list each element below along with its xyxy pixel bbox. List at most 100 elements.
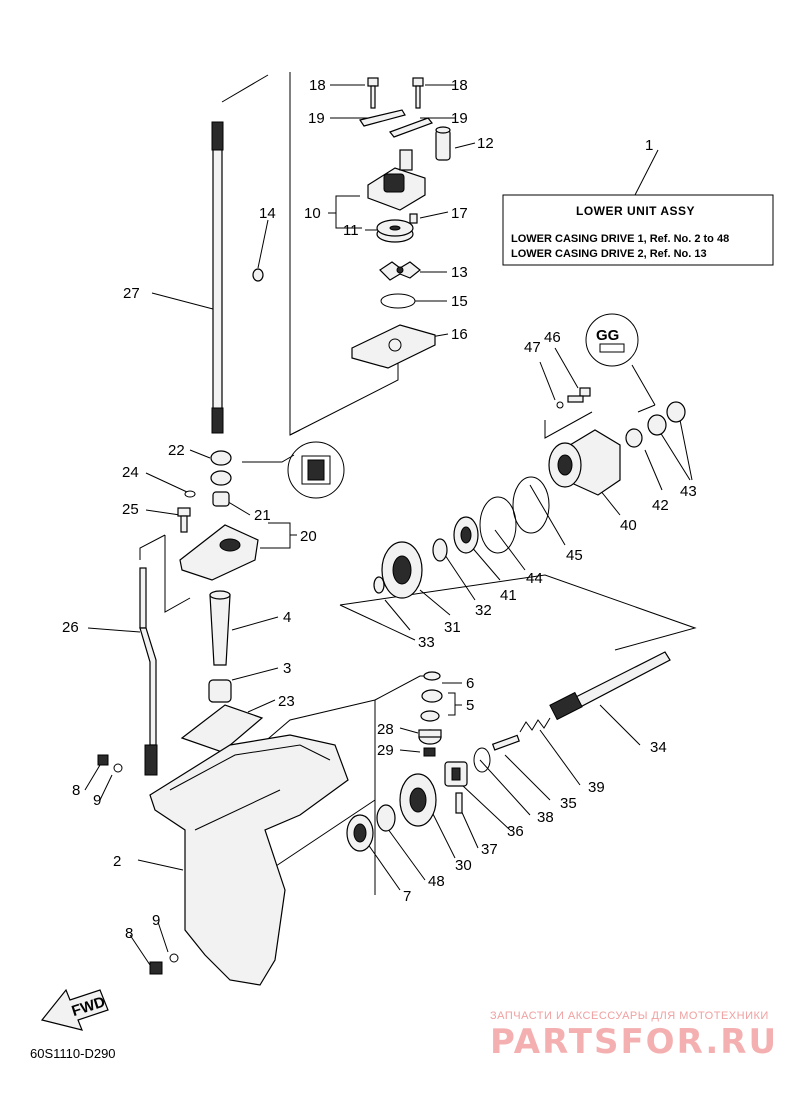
ref-label-35: 35 <box>560 795 577 812</box>
ref-label-8: 8 <box>125 925 133 942</box>
pump-housing <box>367 149 426 211</box>
ref-label-32: 32 <box>475 602 492 619</box>
grease-symbol: GG <box>585 313 639 367</box>
insert-cartridge <box>376 219 414 243</box>
grease-symbol-text: GG <box>596 327 619 344</box>
ref-label-36: 36 <box>507 823 524 840</box>
bearing-upper <box>210 450 232 466</box>
parts: GG <box>40 77 774 1031</box>
taper-roller-bearing <box>346 814 374 852</box>
ref-label-10: 10 <box>304 205 321 222</box>
shim-6 <box>423 671 441 681</box>
ref-label-40: 40 <box>620 517 637 534</box>
o-ring <box>380 293 416 309</box>
assembly-box <box>502 194 774 266</box>
ref-label-47: 47 <box>524 339 541 356</box>
gasket-right <box>389 117 433 138</box>
ref-label-46: 46 <box>544 329 561 346</box>
pump-gasket-plate <box>351 324 436 369</box>
ref-label-15: 15 <box>451 293 468 310</box>
ref-label-29: 29 <box>377 742 394 759</box>
ref-label-20: 20 <box>300 528 317 545</box>
ref-label-30: 30 <box>455 857 472 874</box>
ref-label-48: 48 <box>428 873 445 890</box>
top-bolts <box>367 77 424 109</box>
ref-label-9: 9 <box>152 912 160 929</box>
ball-bearing <box>453 516 479 554</box>
ref-label-6: 6 <box>466 675 474 692</box>
shim <box>432 538 448 562</box>
oil-seal-outer <box>666 401 686 423</box>
lower-casing <box>149 734 349 986</box>
ref-label-31: 31 <box>444 619 461 636</box>
casing-bolt-upper <box>97 754 123 773</box>
ref-label-5: 5 <box>466 697 474 714</box>
retainer-bolt <box>177 507 191 533</box>
ref-label-16: 16 <box>451 326 468 343</box>
gasket-lower <box>180 704 264 753</box>
gasket-left <box>359 109 406 127</box>
watermark-tagline: ЗАПЧАСТИ И АКСЕССУАРЫ ДЛЯ МОТОТЕХНИКИ <box>490 1010 769 1022</box>
assembly-box-line-2: LOWER CASING DRIVE 2, Ref. No. 13 <box>511 248 707 260</box>
reverse-gear <box>381 541 423 599</box>
thrust-washer <box>373 576 385 594</box>
ref-label-1: 1 <box>645 137 653 154</box>
shift-rod <box>139 567 158 776</box>
propeller-shaft <box>549 651 671 721</box>
bearing-lower <box>210 470 232 486</box>
thrust-bearing <box>421 689 443 703</box>
o-ring-large <box>512 476 550 534</box>
ref-label-26: 26 <box>62 619 79 636</box>
ref-label-21: 21 <box>254 507 271 524</box>
grommet <box>208 679 232 703</box>
cross-pin <box>455 792 463 814</box>
bearing-symbol <box>287 441 345 499</box>
bush-upper <box>212 491 230 507</box>
plug <box>252 268 264 282</box>
pinion <box>418 729 442 745</box>
leader-lines <box>84 72 697 966</box>
ref-label-7: 7 <box>403 888 411 905</box>
ref-label-28: 28 <box>377 721 394 738</box>
drawing-code: 60S1110-D290 <box>30 1046 116 1061</box>
ref-label-45: 45 <box>566 547 583 564</box>
ref-label-11: 11 <box>343 222 359 239</box>
o-ring-medium <box>479 496 517 554</box>
shim-48 <box>376 804 396 832</box>
ref-label-38: 38 <box>537 809 554 826</box>
ref-label-37: 37 <box>481 841 498 858</box>
watermark-logo: PARTSFOR.RU <box>490 1022 779 1062</box>
oil-seal-housing <box>179 524 259 581</box>
ref-label-34: 34 <box>650 739 667 756</box>
ref-label-23: 23 <box>278 693 295 710</box>
ref-label-41: 41 <box>500 587 517 604</box>
nut <box>423 747 436 757</box>
ref-label-19: 19 <box>451 110 468 127</box>
cross-pin-ring <box>473 747 491 773</box>
ref-label-25: 25 <box>122 501 139 518</box>
impeller <box>379 261 421 281</box>
ref-label-44: 44 <box>526 570 543 587</box>
ref-label-3: 3 <box>283 660 291 677</box>
ref-label-42: 42 <box>652 497 669 514</box>
ref-label-8: 8 <box>72 782 80 799</box>
casing-bolt-lower <box>149 953 179 975</box>
ref-label-43: 43 <box>680 483 697 500</box>
circlip <box>184 490 196 498</box>
pin <box>409 213 418 224</box>
propeller-shaft-housing <box>548 429 621 496</box>
ref-label-13: 13 <box>451 264 468 281</box>
oil-seal-inner <box>647 414 667 436</box>
bush <box>625 428 643 448</box>
ref-label-22: 22 <box>168 442 185 459</box>
ref-label-18: 18 <box>309 77 326 94</box>
ref-label-14: 14 <box>259 205 276 222</box>
assembly-box-line-1: LOWER CASING DRIVE 1, Ref. No. 2 to 48 <box>511 233 729 245</box>
ref-label-18: 18 <box>451 77 468 94</box>
assembly-box-title: LOWER UNIT ASSY <box>576 204 695 218</box>
forward-gear <box>399 773 437 827</box>
shim-5 <box>420 710 440 722</box>
ref-label-33: 33 <box>418 634 435 651</box>
ref-label-19: 19 <box>308 110 325 127</box>
